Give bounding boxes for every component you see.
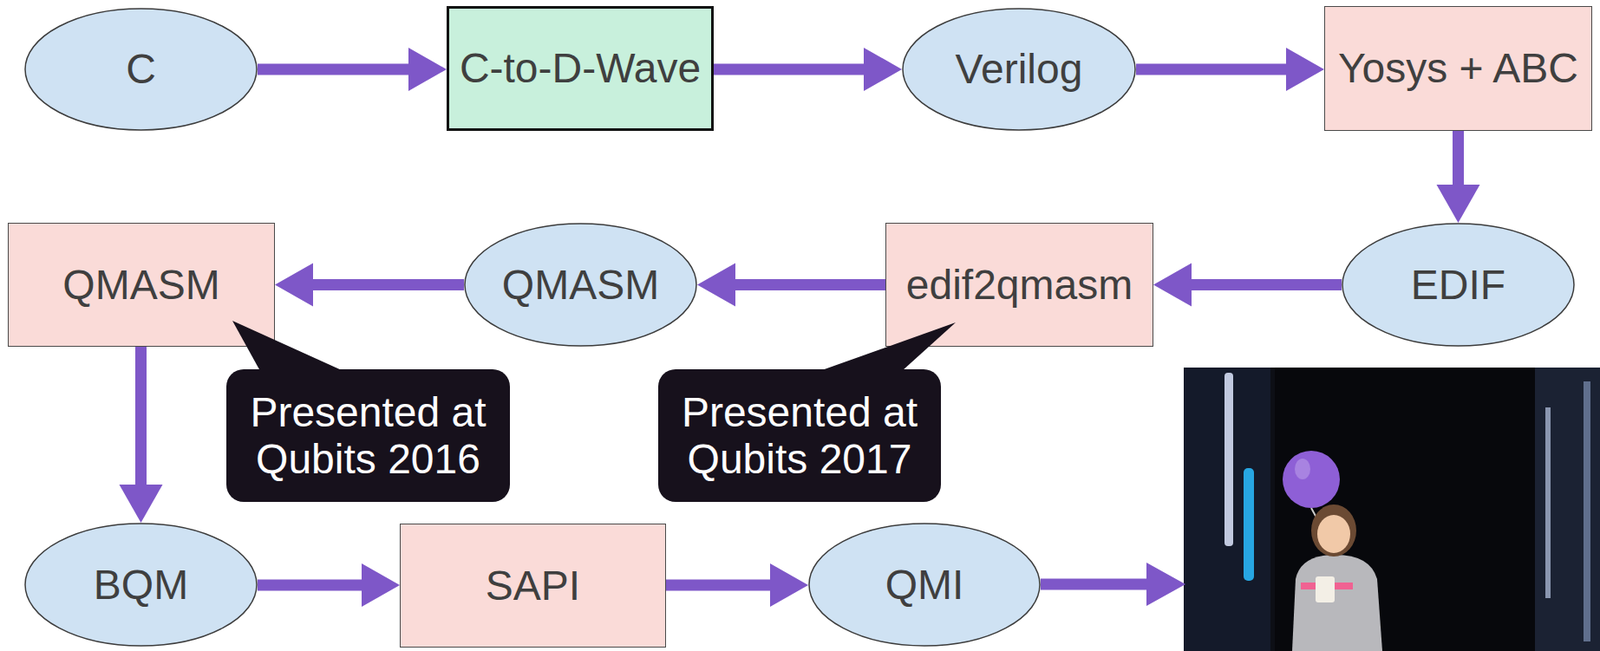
- arrow-head: [770, 563, 809, 608]
- flow-arrow: [697, 263, 886, 307]
- light-strip: [1243, 468, 1254, 582]
- arrow-line: [713, 64, 868, 76]
- callout-pointer: [232, 320, 344, 372]
- cabinet-panel: [1183, 367, 1271, 651]
- callout-bubble: Presented at Qubits 2016: [226, 369, 510, 503]
- cabinet: [1274, 367, 1535, 651]
- flow-arrow: [257, 563, 400, 608]
- node-label: EDIF: [1410, 261, 1506, 309]
- callout-text: Presented at Qubits 2016: [238, 389, 498, 484]
- arrow-line: [1452, 130, 1464, 189]
- data-ellipse: QMASM: [463, 222, 698, 347]
- data-ellipse: C: [24, 7, 258, 131]
- ellipse-shape: [25, 523, 257, 647]
- flow-arrow: [1153, 263, 1342, 307]
- balloon-highlight: [1294, 458, 1311, 480]
- photo-background: [1183, 367, 1600, 651]
- process-box: C-to-D-Wave: [446, 6, 714, 131]
- text-block: Verilog: [955, 45, 1084, 93]
- node-label: QMI: [885, 561, 965, 609]
- flow-arrow: [666, 563, 809, 608]
- data-ellipse: QMI: [808, 522, 1041, 647]
- process-box: Yosys + ABC: [1324, 6, 1593, 131]
- node-label: C-to-D-Wave: [459, 44, 701, 92]
- process-box: QMASM: [7, 222, 275, 347]
- data-ellipse: EDIF: [1341, 222, 1575, 347]
- node-label: Yosys + ABC: [1338, 44, 1579, 92]
- text-block: EDIF: [1410, 261, 1506, 309]
- arrow-head: [274, 263, 314, 307]
- flow-arrow: [274, 263, 464, 307]
- arrow-head: [697, 263, 736, 307]
- arrow-line: [309, 279, 464, 291]
- girl-face: [1317, 515, 1351, 554]
- arrow-line: [1188, 279, 1342, 291]
- text-block: SAPI: [485, 561, 581, 610]
- node-label: C: [125, 45, 157, 93]
- node-label: SAPI: [485, 561, 581, 610]
- text-block: QMASM: [62, 261, 220, 309]
- arrow-head: [1436, 184, 1481, 223]
- flow-arrow: [1136, 47, 1325, 92]
- flow-arrow: [1436, 130, 1481, 223]
- flow-arrow: [257, 47, 447, 92]
- data-ellipse: BQM: [24, 522, 258, 647]
- node-label: QMASM: [502, 261, 660, 309]
- arrow-line: [257, 580, 366, 592]
- text-block: Presented at Qubits 2016: [226, 389, 510, 484]
- text-block: BQM: [93, 561, 189, 609]
- ellipse-shape: [1342, 223, 1574, 347]
- callout-pointer: [819, 322, 956, 372]
- arrow-head: [1286, 47, 1325, 92]
- light-strip: [1583, 381, 1591, 642]
- arrow-line: [731, 279, 886, 291]
- text-block: QMASM: [502, 261, 660, 309]
- arrow-head: [408, 47, 447, 92]
- arrow-line: [1136, 64, 1290, 76]
- arrow-head: [119, 484, 164, 523]
- text-block: edif2qmasm: [906, 261, 1133, 309]
- node-label: Verilog: [955, 45, 1084, 93]
- text-block: C: [125, 45, 157, 93]
- arrow-head: [863, 47, 902, 92]
- cup: [1315, 576, 1335, 603]
- callout-bubble: Presented at Qubits 2017: [658, 369, 941, 503]
- flow-arrow: [713, 47, 902, 92]
- node-label: BQM: [93, 561, 189, 609]
- arrow-head: [1153, 263, 1192, 307]
- text-block: C-to-D-Wave: [459, 44, 701, 92]
- arrow-head: [1146, 562, 1186, 607]
- arrow-line: [135, 346, 147, 489]
- flow-arrow: [119, 346, 164, 523]
- cabinet: [1534, 367, 1600, 651]
- light-strip: [1545, 407, 1551, 599]
- callout-text: Presented at Qubits 2017: [670, 389, 929, 484]
- ellipse-shape: [902, 8, 1136, 131]
- balloon: [1282, 450, 1340, 509]
- process-box: edif2qmasm: [885, 222, 1154, 347]
- text-block: Presented at Qubits 2017: [658, 389, 941, 484]
- text-block: QMI: [885, 561, 965, 609]
- arrow-to-photo: [1040, 579, 1150, 591]
- arrow-line: [666, 580, 774, 592]
- ellipse-shape: [464, 223, 697, 347]
- ellipse-shape: [25, 8, 257, 131]
- ellipse-shape: [809, 523, 1040, 647]
- process-box: SAPI: [399, 523, 667, 648]
- arrow-line: [257, 64, 412, 76]
- node-label: edif2qmasm: [906, 261, 1133, 309]
- data-ellipse: Verilog: [901, 7, 1137, 131]
- text-block: Yosys + ABC: [1338, 44, 1579, 92]
- node-label: QMASM: [62, 261, 220, 309]
- arrow-head: [361, 563, 400, 608]
- girl-hair: [1311, 504, 1357, 557]
- girl-hoodie: [1292, 555, 1383, 651]
- light-strip: [1224, 372, 1234, 547]
